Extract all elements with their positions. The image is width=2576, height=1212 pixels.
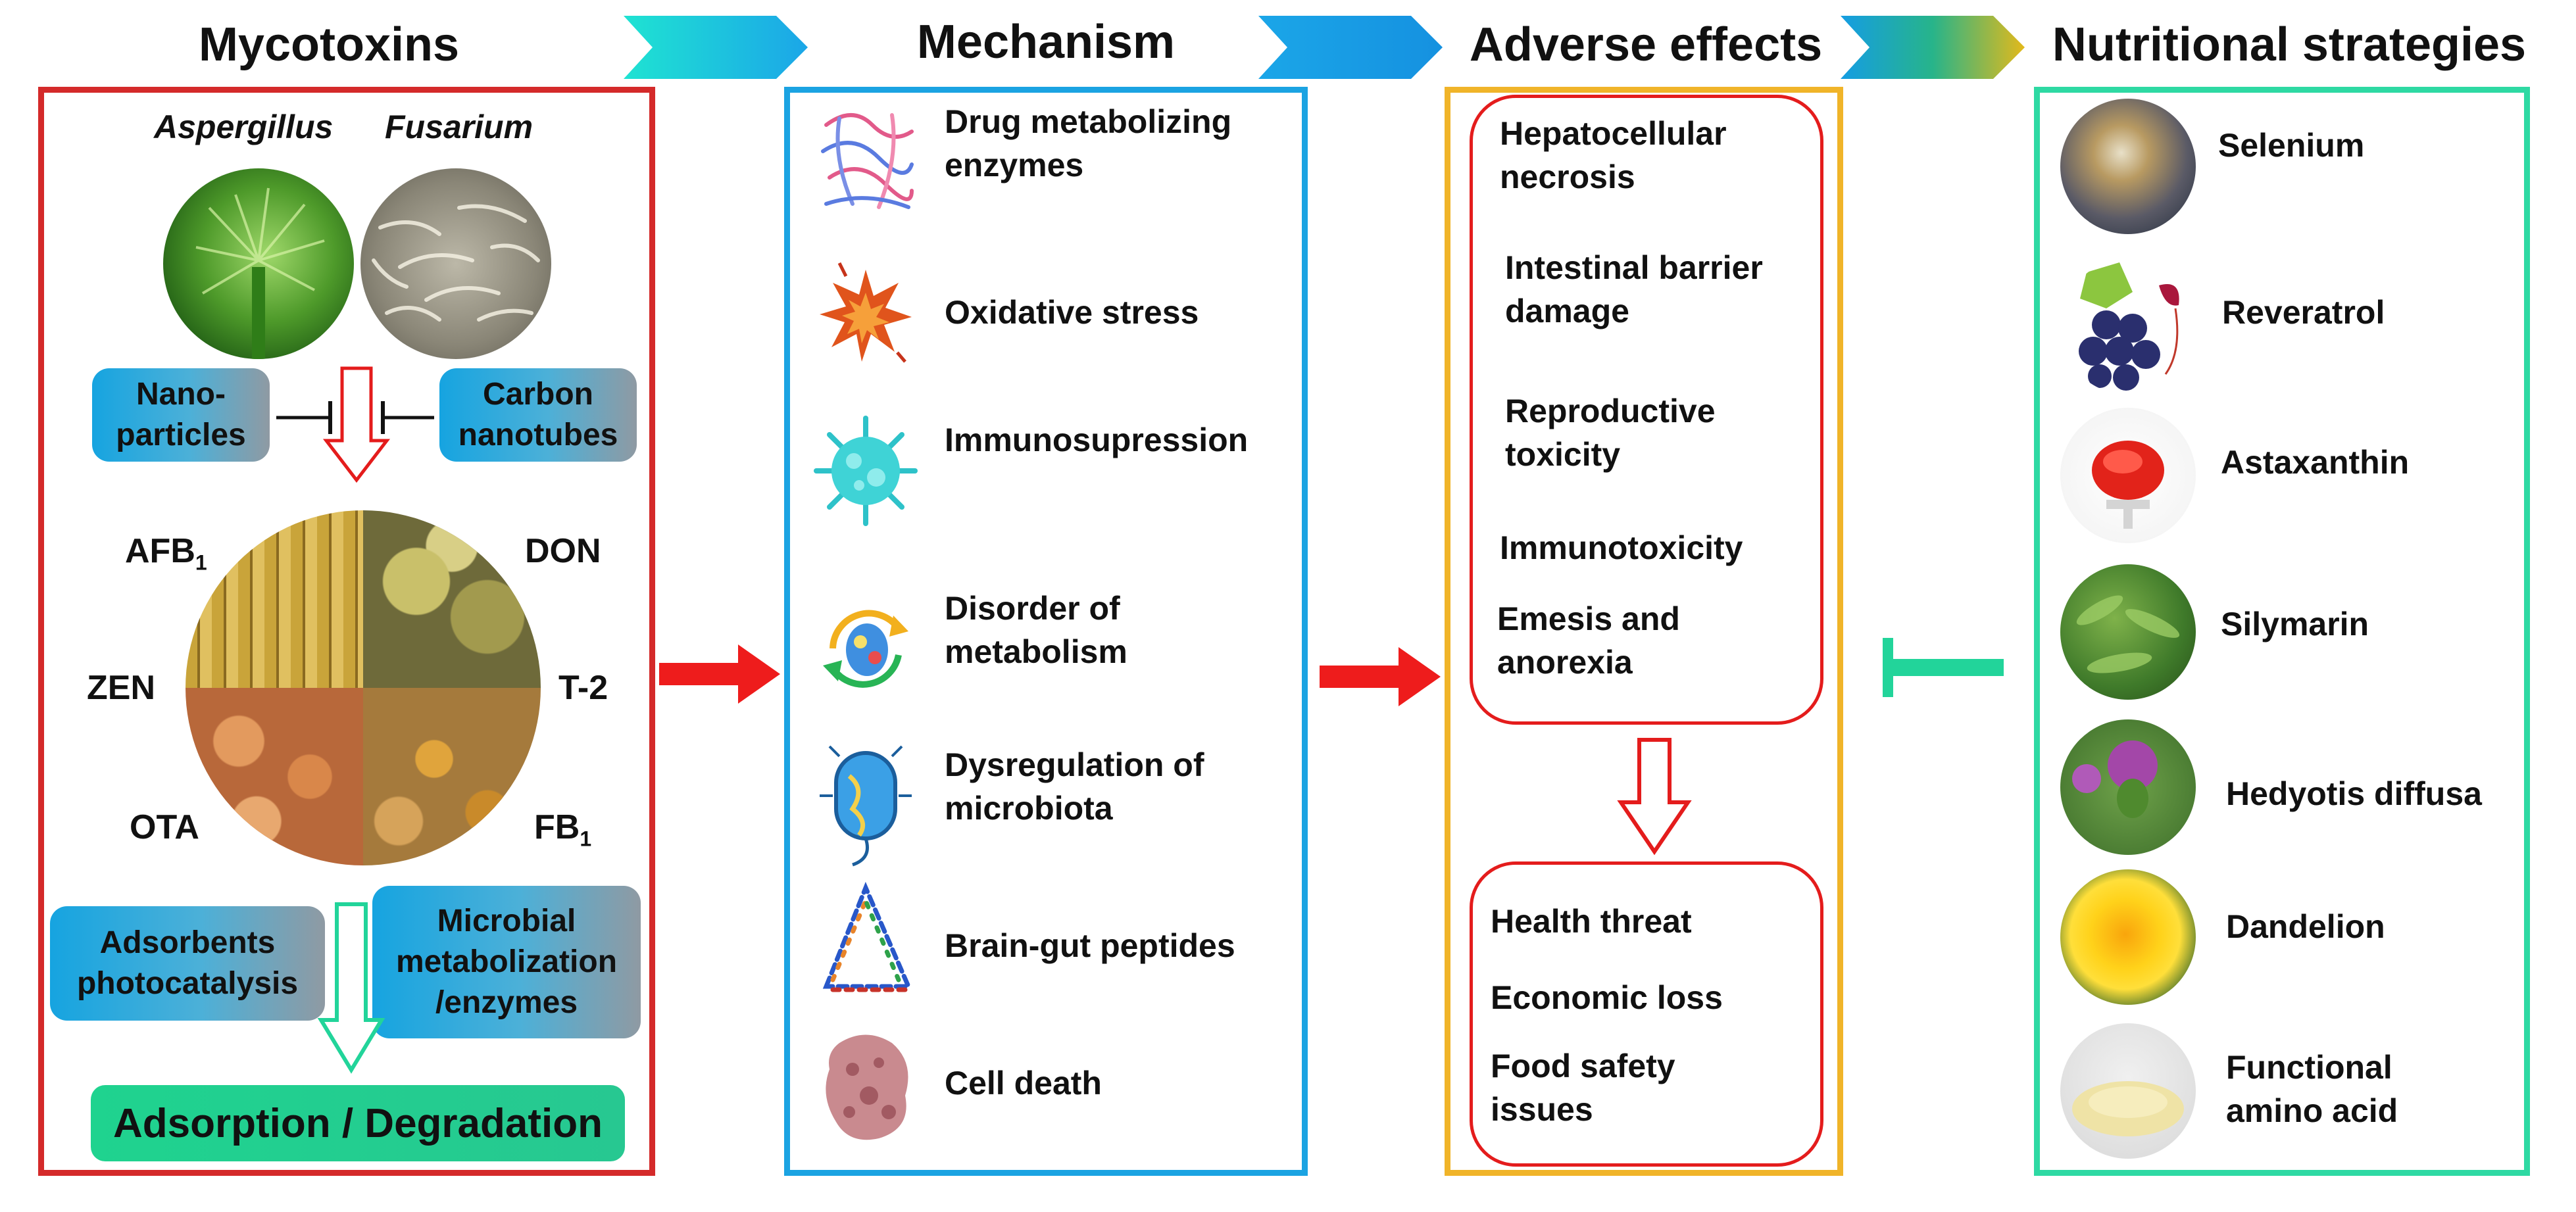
- nutrient-label-hedyotis: Hedyotis diffusa: [2226, 775, 2482, 812]
- metabolism-cycle-icon: [823, 610, 908, 688]
- mechanism-label-cell-death: Cell death: [945, 1065, 1102, 1102]
- toxin-label-zen: ZEN: [87, 669, 155, 707]
- mechanism-label-microbiota: Dysregulation of microbiota: [945, 746, 1204, 827]
- consequences-box: [1470, 861, 1823, 1167]
- mechanism-label-brain-gut: Brain-gut peptides: [945, 927, 1235, 964]
- thistle-flower-photo: [2060, 719, 2196, 855]
- aspergillus-image: [163, 168, 354, 359]
- red-arrow-1: [659, 644, 780, 704]
- selenium-photo: [2060, 99, 2196, 234]
- toxin-label-ota: OTA: [130, 808, 199, 846]
- adverse-label-intestinal: Intestinal barrier damage: [1505, 249, 1763, 329]
- nutrient-label-dandelion: Dandelion: [2226, 908, 2385, 945]
- adverse-effects-box: [1470, 95, 1823, 725]
- heading-adverse-effects: Adverse effects: [1469, 18, 1823, 71]
- oxidative-burst-icon: [820, 262, 912, 363]
- dandelion-photo: [2060, 869, 2196, 1005]
- degradation-down-arrow: [317, 902, 385, 1074]
- chevron-arrow-1: [624, 16, 808, 79]
- mechanism-label-metabolism: Disorder of metabolism: [945, 590, 1127, 670]
- chevron-arrow-3: [1841, 16, 2025, 79]
- fungus-label-fusarium: Fusarium: [385, 109, 533, 145]
- nutrient-label-selenium: Selenium: [2218, 127, 2365, 164]
- nutrient-label-reveratrol: Reveratrol: [2222, 294, 2385, 331]
- adsorbents-box: Adsorbents photocatalysis: [50, 906, 325, 1021]
- contaminated-grain-image: [186, 510, 541, 865]
- fusarium-image: [360, 168, 551, 359]
- virus-icon: [814, 416, 918, 526]
- green-inhibition-arrow: [1883, 638, 2004, 697]
- inhibition-connectors: [276, 366, 434, 483]
- dead-cell-icon: [826, 1034, 908, 1140]
- amino-acid-powder-photo: [2060, 1023, 2196, 1159]
- toxin-label-afb1: AFB1: [125, 532, 207, 575]
- toxin-label-t2: T-2: [558, 669, 608, 707]
- microbial-metabolization-box: Microbial metabolization /enzymes: [372, 886, 641, 1038]
- carbon-nanotubes-box: Carbon nanotubes: [439, 368, 637, 462]
- adverse-down-arrow: [1617, 738, 1692, 856]
- consequence-label-economic-loss: Economic loss: [1491, 979, 1723, 1016]
- mechanism-label-drug-enzymes: Drug metabolizing enzymes: [945, 103, 1232, 183]
- toxin-label-don: DON: [525, 532, 601, 570]
- consequence-label-food-safety: Food safety issues: [1491, 1048, 1675, 1128]
- heading-mycotoxins: Mycotoxins: [198, 18, 460, 71]
- fungus-label-aspergillus: Aspergillus: [154, 109, 334, 145]
- nutrient-label-silymarin: Silymarin: [2221, 606, 2369, 642]
- adverse-label-emesis: Emesis and anorexia: [1497, 600, 1680, 681]
- peptide-chain-icon: [822, 881, 912, 992]
- adsorption-degradation-label: Adsorption / Degradation: [91, 1085, 625, 1161]
- adverse-label-hepatocellular: Hepatocellular necrosis: [1500, 115, 1727, 195]
- chevron-arrow-2: [1258, 16, 1443, 79]
- mechanism-label-immunosupression: Immunosupression: [945, 422, 1249, 458]
- protein-structure-icon: [821, 113, 914, 209]
- adverse-label-reproductive: Reproductive toxicity: [1505, 393, 1716, 473]
- red-arrow-2: [1320, 647, 1441, 706]
- milk-thistle-leaves-photo: [2060, 564, 2196, 700]
- astaxanthin-powder-photo: [2060, 408, 2196, 543]
- heading-nutritional-strategies: Nutritional strategies: [2052, 18, 2527, 71]
- nutrient-label-amino-acid: Functional amino acid: [2226, 1049, 2398, 1129]
- heading-mechanism: Mechanism: [916, 16, 1176, 68]
- toxin-label-fb1: FB1: [534, 808, 592, 851]
- nanoparticles-box: Nano- particles: [92, 368, 270, 462]
- bacterium-icon: [820, 745, 912, 867]
- consequence-label-health-threat: Health threat: [1491, 903, 1692, 940]
- adverse-label-immunotoxicity: Immunotoxicity: [1500, 529, 1743, 566]
- grapes-photo: [2060, 259, 2196, 395]
- mechanism-label-oxidative-stress: Oxidative stress: [945, 294, 1199, 331]
- nutrient-label-astaxanthin: Astaxanthin: [2221, 444, 2410, 481]
